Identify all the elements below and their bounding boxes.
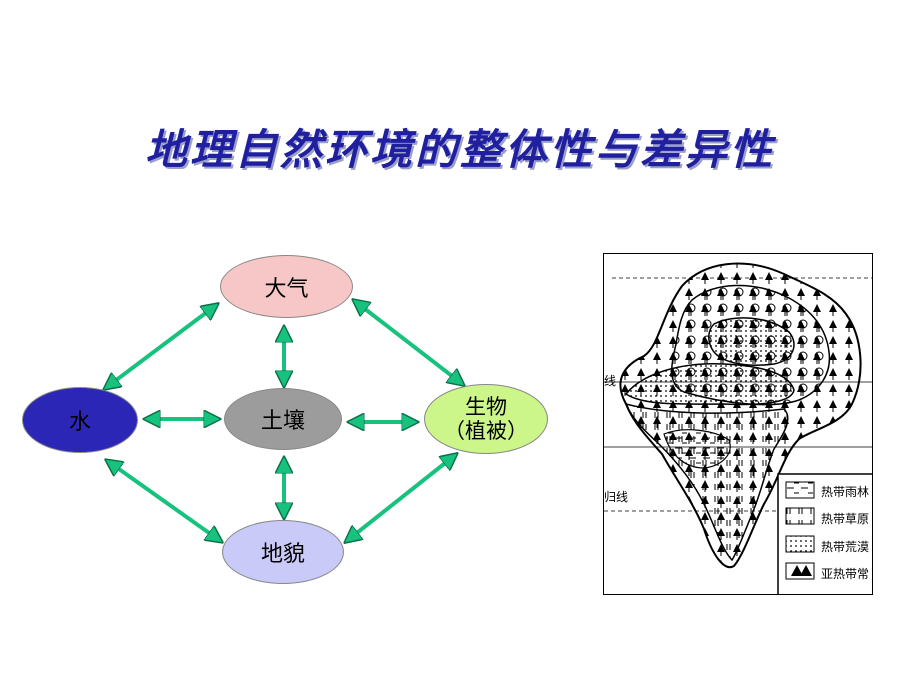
map-line-label-1: 线 bbox=[604, 374, 617, 388]
arrow-shui-dimao bbox=[109, 462, 219, 540]
arrow-daqi-shui bbox=[107, 306, 215, 387]
node-biology-label: 生物 bbox=[465, 395, 507, 419]
legend-tropical-desert: 热带荒漠 bbox=[821, 540, 870, 554]
arrow-daqi-shengwu bbox=[356, 302, 461, 383]
node-soil-label: 土壤 bbox=[260, 409, 305, 434]
node-biology-sublabel: （植被） bbox=[444, 419, 528, 443]
map-drawing bbox=[604, 262, 872, 594]
page-title: 地理自然环境的整体性与差异性 bbox=[144, 125, 775, 174]
legend-subtropical: 亚热带常 bbox=[821, 567, 870, 581]
node-biology: 生物 （植被） bbox=[424, 384, 548, 454]
arrow-shengwu-dimao bbox=[348, 456, 454, 540]
africa-vegetation-map: 线 归线 热带雨林 热带草原 热带荒漠 亚热带常 bbox=[603, 253, 873, 595]
node-water: 水 bbox=[22, 387, 138, 453]
node-landform-label: 地貌 bbox=[260, 542, 305, 567]
node-atmosphere: 大气 bbox=[220, 255, 353, 318]
legend-tropical-rainforest: 热带雨林 bbox=[821, 485, 870, 499]
legend-tropical-savanna: 热带草原 bbox=[821, 512, 870, 526]
map-line-label-2: 归线 bbox=[604, 490, 629, 504]
node-landform: 地貌 bbox=[222, 520, 344, 584]
node-soil: 土壤 bbox=[224, 388, 342, 450]
node-water-label: 水 bbox=[68, 410, 91, 435]
node-atmosphere-label: 大气 bbox=[264, 276, 309, 302]
